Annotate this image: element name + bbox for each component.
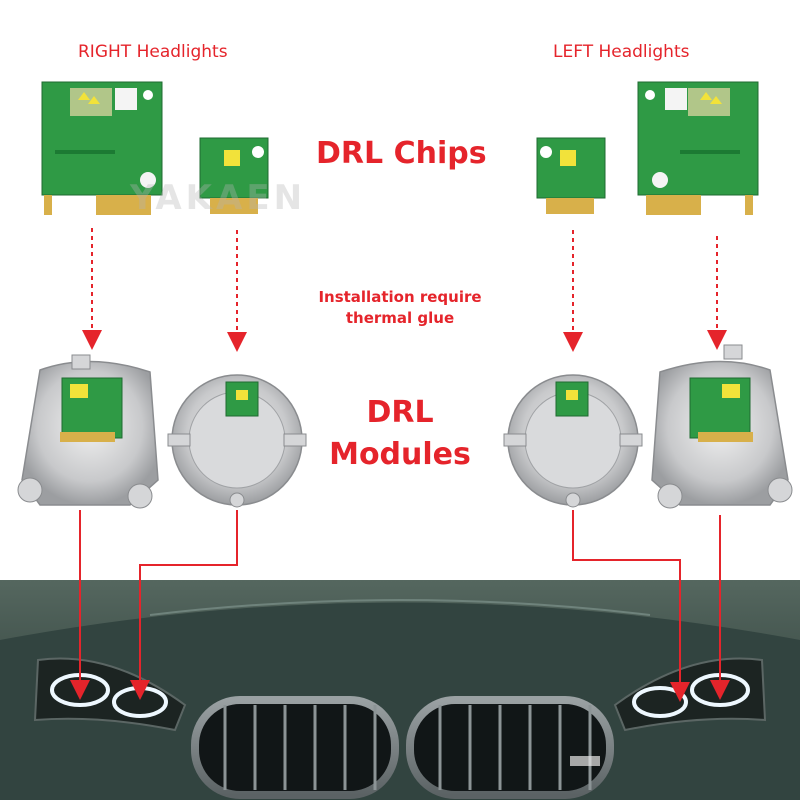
- drl-modules-label: DRL Modules: [329, 395, 471, 472]
- right-headlights-label: RIGHT Headlights: [78, 42, 228, 62]
- left-round-drl-module: [503, 374, 643, 508]
- thermal-glue-note: Installation require thermal glue: [318, 288, 482, 327]
- watermark-text: YAKAEN: [130, 178, 307, 218]
- kidney-grille: [191, 696, 614, 799]
- right-large-drl-chip: [41, 81, 163, 215]
- left-headlights-label: LEFT Headlights: [553, 42, 690, 62]
- chip-to-module-arrows: [82, 228, 727, 352]
- left-large-drl-chip: [637, 81, 759, 215]
- module-to-headlight-arrows: [70, 510, 730, 702]
- drl-chips-label: DRL Chips: [316, 136, 487, 171]
- left-small-drl-chip: [536, 137, 606, 214]
- car-front-photo: [0, 580, 800, 800]
- right-small-drl-chip: [199, 137, 269, 214]
- right-large-drl-module: [17, 354, 159, 509]
- left-large-drl-module: [651, 344, 793, 509]
- right-round-drl-module: [167, 374, 307, 508]
